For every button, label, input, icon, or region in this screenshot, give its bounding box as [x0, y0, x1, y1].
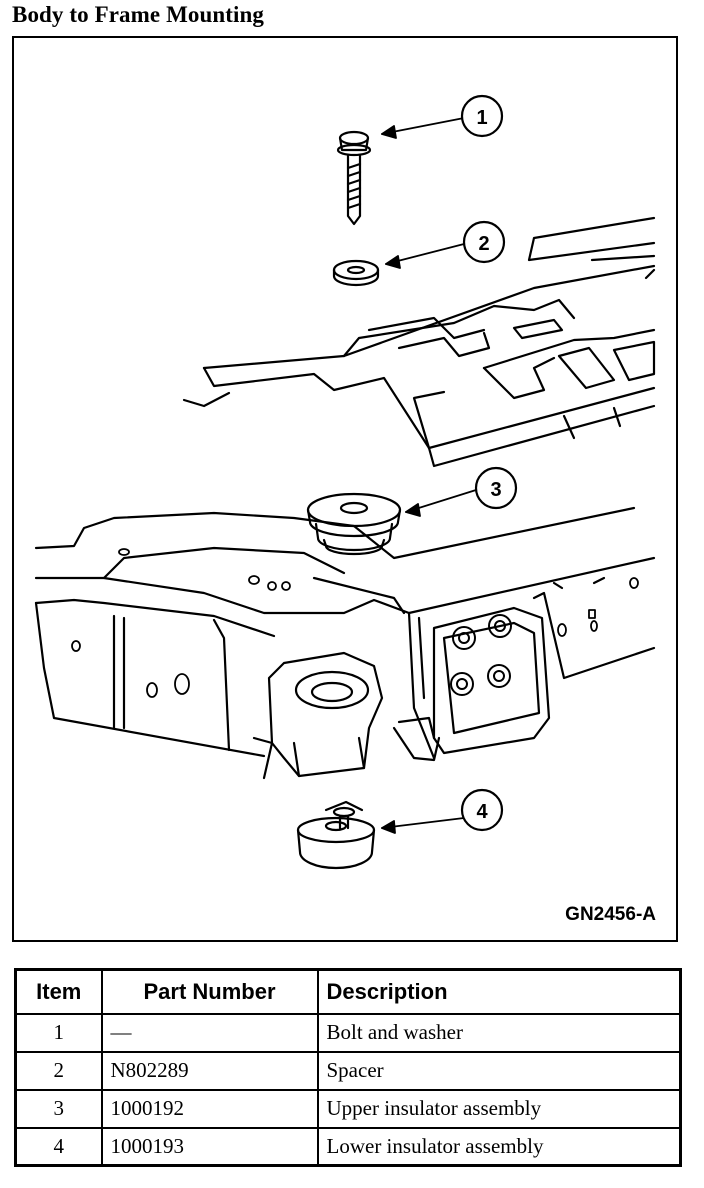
- bolt-and-washer-part: [336, 130, 372, 226]
- callout-3: 3: [474, 466, 518, 510]
- frame-mount-pedestal: [252, 651, 384, 780]
- table-row: 4 1000193 Lower insulator assembly: [14, 1126, 682, 1167]
- row-description: Spacer: [316, 1050, 682, 1091]
- bracket-bolts: [450, 614, 512, 696]
- spacer-part: [332, 259, 380, 287]
- header-item: Item: [14, 968, 103, 1015]
- mounting-illustration: 1 2 3 4: [34, 94, 656, 870]
- page-title: Body to Frame Mounting: [12, 2, 264, 27]
- callout-2-label: 2: [478, 233, 489, 255]
- callout-3-label: 3: [490, 479, 501, 501]
- row-description: Upper insulator assembly: [316, 1088, 682, 1129]
- table-row: 1 — Bolt and washer: [14, 1012, 682, 1053]
- row-item: 2: [14, 1050, 103, 1091]
- row-part-number: N802289: [100, 1050, 319, 1091]
- frame-holes: [71, 548, 639, 698]
- row-description: Lower insulator assembly: [316, 1126, 682, 1167]
- header-description: Description: [316, 968, 682, 1015]
- row-item: 4: [14, 1126, 103, 1167]
- table-row: 3 1000192 Upper insulator assembly: [14, 1088, 682, 1129]
- exploded-view-figure: 1 2 3 4 GN2456-A: [12, 36, 678, 942]
- row-description: Bolt and washer: [316, 1012, 682, 1053]
- lower-insulator-part: [296, 800, 376, 870]
- callout-1: 1: [460, 94, 504, 138]
- row-part-number: 1000192: [100, 1088, 319, 1129]
- callout-leaders: [381, 117, 477, 834]
- row-item: 3: [14, 1088, 103, 1129]
- figure-code: GN2456-A: [565, 904, 656, 925]
- table-header-row: Item Part Number Description: [14, 968, 682, 1015]
- callout-4: 4: [460, 788, 504, 832]
- upper-insulator-part: [306, 492, 402, 556]
- callout-1-label: 1: [476, 107, 487, 129]
- row-part-number: —: [100, 1012, 319, 1053]
- frame-rail: [34, 506, 656, 760]
- callout-2: 2: [462, 220, 506, 264]
- table-row: 2 N802289 Spacer: [14, 1050, 682, 1091]
- header-part-number: Part Number: [100, 968, 319, 1015]
- row-part-number: 1000193: [100, 1126, 319, 1167]
- body-floor-pan: [182, 216, 656, 468]
- row-item: 1: [14, 1012, 103, 1053]
- callout-4-label: 4: [476, 801, 488, 823]
- parts-table: Item Part Number Description 1 — Bolt an…: [14, 968, 682, 1167]
- frame-bracket: [392, 606, 551, 762]
